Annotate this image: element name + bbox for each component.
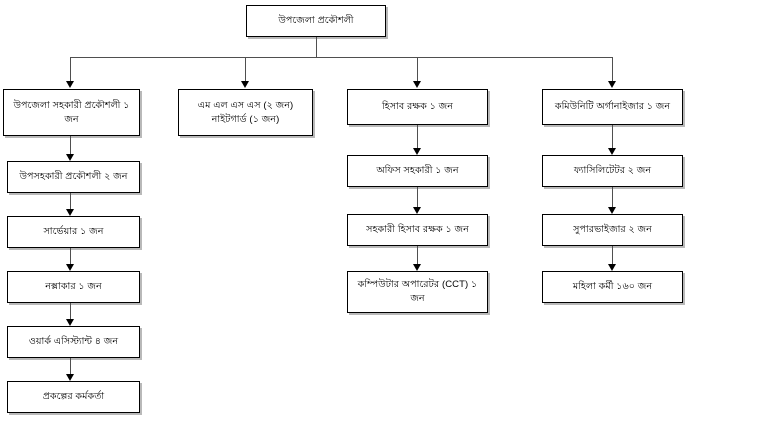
node-branch-4-item-2[interactable]: সুপারভাইজার ২ জন	[542, 214, 683, 246]
connector-b1-n4-to-n5	[70, 358, 71, 377]
connector-b4-n1-to-n2	[612, 187, 613, 210]
node-branch-4-item-3[interactable]: মহিলা কর্মী ১৬০ জন	[542, 271, 683, 303]
node-branch-3-item-2-label: সহকারী হিসাব রক্ষক ১ জন	[366, 224, 469, 236]
node-branch-2-head-label-line-1: এম এল এস এস (২ জন)	[197, 99, 294, 111]
node-branch-3-item-3-label: কম্পিউটার অপারেটর (CCT) ১ জন	[357, 279, 478, 304]
connector-b1-head-to-n1	[70, 136, 71, 156]
arrow-branch-2	[241, 81, 249, 88]
connector-b1-n1-to-n2	[70, 193, 71, 212]
arrow-b4-n3	[608, 264, 616, 271]
connector-b3-n1-to-n2	[417, 187, 418, 210]
arrow-branch-4	[608, 81, 616, 88]
connector-drop-branch-2	[245, 57, 246, 82]
connector-b4-n2-to-n3	[612, 246, 613, 267]
arrow-b4-n2	[608, 207, 616, 214]
arrow-b3-n1	[413, 148, 421, 155]
arrow-branch-3	[413, 81, 421, 88]
node-branch-4-item-3-label: মহিলা কর্মী ১৬০ জন	[572, 281, 653, 293]
node-branch-3-head-label: হিসাব রক্ষক ১ জন	[381, 101, 454, 113]
node-root-label: উপজেলা প্রকৌশলী	[278, 15, 354, 27]
connector-b4-head-to-n1	[612, 125, 613, 150]
arrow-b1-n1	[66, 154, 74, 161]
node-branch-4-head[interactable]: কমিউনিটি অর্গানাইজার ১ জন	[542, 89, 683, 125]
node-branch-1-item-2-label: সার্ভেয়ার ১ জন	[43, 226, 104, 238]
node-branch-1-item-1[interactable]: উপসহকারী প্রকৌশলী ২ জন	[7, 161, 140, 193]
connector-drop-branch-4	[612, 57, 613, 82]
node-branch-2-head-label-line-2: নাইটগার্ড (১ জন)	[211, 113, 280, 125]
node-branch-1-item-3-label: নক্সাকার ১ জন	[45, 281, 102, 293]
node-branch-1-item-2[interactable]: সার্ভেয়ার ১ জন	[7, 216, 140, 248]
arrow-branch-1	[66, 81, 74, 88]
node-branch-3-item-2[interactable]: সহকারী হিসাব রক্ষক ১ জন	[347, 214, 488, 246]
node-branch-4-head-label: কমিউনিটি অর্গানাইজার ১ জন	[554, 101, 671, 113]
node-branch-3-item-1[interactable]: অফিস সহকারী ১ জন	[347, 155, 488, 187]
connector-bus	[70, 57, 613, 58]
arrow-b3-n3	[413, 264, 421, 271]
node-branch-1-item-4[interactable]: ওয়ার্ক এসিস্ট্যান্ট ৪ জন	[7, 326, 140, 358]
node-branch-4-item-1[interactable]: ফ্যাসিলিটেটর ২ জন	[542, 155, 683, 187]
node-branch-4-item-2-label: সুপারভাইজার ২ জন	[573, 224, 652, 236]
node-root[interactable]: উপজেলা প্রকৌশলী	[246, 5, 386, 37]
node-branch-3-item-3[interactable]: কম্পিউটার অপারেটর (CCT) ১ জন	[347, 271, 488, 313]
connector-b3-n2-to-n3	[417, 246, 418, 267]
node-branch-1-head-label: উপজেলা সহকারী প্রকৌশলী ১ জন	[13, 99, 130, 125]
connector-root-stem	[316, 37, 317, 57]
arrow-b1-n3	[66, 264, 74, 271]
connector-drop-branch-3	[417, 57, 418, 82]
node-branch-1-item-1-label: উপসহকারী প্রকৌশলী ২ জন	[19, 171, 128, 183]
arrow-b1-n4	[66, 319, 74, 326]
connector-b3-head-to-n1	[417, 125, 418, 150]
arrow-b3-n2	[413, 207, 421, 214]
arrow-b1-n2	[66, 209, 74, 216]
arrow-b4-n1	[608, 148, 616, 155]
node-branch-3-item-1-label: অফিস সহকারী ১ জন	[376, 165, 459, 177]
node-branch-3-head[interactable]: হিসাব রক্ষক ১ জন	[347, 89, 488, 125]
node-branch-1-item-3[interactable]: নক্সাকার ১ জন	[7, 271, 140, 303]
node-branch-2-head[interactable]: এম এল এস এস (২ জন) নাইটগার্ড (১ জন)	[178, 89, 313, 136]
connector-b1-n2-to-n3	[70, 248, 71, 267]
node-branch-1-head[interactable]: উপজেলা সহকারী প্রকৌশলী ১ জন	[3, 89, 140, 136]
node-branch-1-item-5[interactable]: প্রকল্পের কর্মকর্তা	[7, 381, 140, 413]
arrow-b1-n5	[66, 374, 74, 381]
connector-b1-n3-to-n4	[70, 303, 71, 322]
node-branch-1-item-4-label: ওয়ার্ক এসিস্ট্যান্ট ৪ জন	[28, 336, 119, 348]
connector-drop-branch-1	[70, 57, 71, 82]
node-branch-1-item-5-label: প্রকল্পের কর্মকর্তা	[42, 391, 105, 403]
node-branch-4-item-1-label: ফ্যাসিলিটেটর ২ জন	[573, 165, 652, 177]
